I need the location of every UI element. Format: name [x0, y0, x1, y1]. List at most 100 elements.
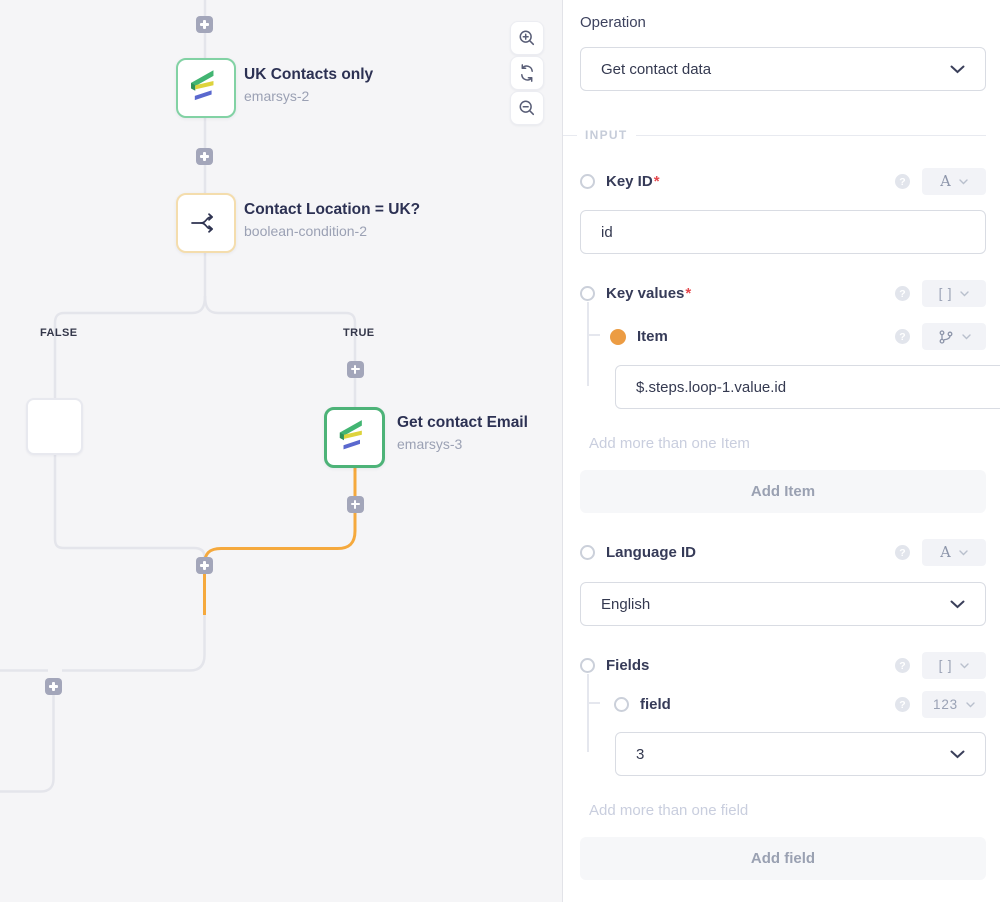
node-boolean-condition-2[interactable] — [176, 193, 236, 253]
item-value-input[interactable] — [615, 365, 1000, 409]
key-id-type-selector[interactable]: A — [922, 168, 986, 195]
operation-value: Get contact data — [601, 60, 712, 78]
chevron-down-icon — [950, 65, 965, 74]
emarsys-logo-icon — [191, 70, 214, 101]
key-values-group: Key values* ? [ ] Item ? — [580, 280, 1000, 409]
fields-label: Fields — [606, 657, 650, 674]
tree-connector — [587, 302, 589, 386]
branch-type-icon — [939, 329, 952, 344]
field-type-selector[interactable]: 123 — [922, 691, 986, 718]
field-label: field — [640, 696, 671, 713]
step-properties-panel: Operation Get contact data INPUT Key ID*… — [563, 0, 1000, 902]
required-asterisk: * — [653, 173, 660, 190]
field-row-key-values: Key values* ? [ ] — [580, 280, 986, 307]
branch-label-true: TRUE — [343, 327, 375, 339]
type-array-badge: [ ] — [938, 658, 953, 673]
tree-connector — [587, 334, 600, 336]
tree-connector — [587, 674, 589, 752]
input-section-label: INPUT — [585, 128, 628, 142]
zoom-toolbar — [510, 21, 544, 125]
add-step-button[interactable] — [346, 360, 364, 378]
add-more-field-hint: Add more than one field — [589, 802, 749, 819]
language-id-value: English — [601, 595, 651, 613]
type-array-badge: [ ] — [938, 286, 953, 301]
add-step-button[interactable] — [45, 678, 62, 695]
branch-condition-icon — [191, 213, 214, 233]
key-values-type-selector[interactable]: [ ] — [922, 280, 986, 307]
help-icon[interactable]: ? — [895, 286, 910, 301]
field-value-select[interactable]: 3 — [615, 732, 986, 776]
add-step-button[interactable] — [346, 495, 364, 513]
zoom-in-button[interactable] — [510, 21, 544, 55]
help-icon[interactable]: ? — [895, 174, 910, 189]
reset-zoom-icon — [521, 64, 533, 82]
chevron-down-icon — [960, 662, 970, 669]
field-row-field: field ? 123 — [614, 691, 986, 718]
zoom-in-icon — [519, 30, 535, 46]
item-status-dot[interactable] — [610, 328, 626, 345]
node-emarsys-2[interactable] — [176, 58, 236, 118]
language-id-type-selector[interactable]: A — [922, 539, 986, 566]
fields-type-selector[interactable]: [ ] — [922, 652, 986, 679]
input-section-divider: INPUT — [563, 128, 986, 142]
node-title: Get contact Email — [397, 414, 528, 431]
chevron-down-icon — [960, 290, 970, 297]
key-id-label: Key ID* — [606, 173, 660, 190]
item-label: Item — [637, 328, 668, 345]
add-field-button[interactable]: Add field — [580, 837, 986, 880]
workflow-canvas[interactable]: UK Contacts only emarsys-2 Contact Locat… — [0, 0, 563, 902]
node-subtitle: emarsys-3 — [397, 436, 463, 452]
chevron-down-icon — [966, 701, 975, 708]
required-asterisk: * — [685, 285, 692, 302]
help-icon[interactable]: ? — [895, 545, 910, 560]
chevron-down-icon — [950, 750, 965, 759]
type-number-badge: 123 — [933, 697, 958, 712]
reset-zoom-button[interactable] — [510, 56, 544, 90]
chevron-down-icon — [959, 549, 968, 556]
node-empty-placeholder[interactable] — [26, 398, 83, 455]
language-id-select[interactable]: English — [580, 582, 986, 626]
node-emarsys-3-selected[interactable] — [324, 407, 385, 468]
branch-label-false: FALSE — [40, 327, 78, 339]
help-icon[interactable]: ? — [895, 658, 910, 673]
help-icon[interactable]: ? — [895, 329, 910, 344]
operation-select[interactable]: Get contact data — [580, 47, 986, 91]
field-row-language-id: Language ID ? A — [580, 539, 986, 566]
chevron-down-icon — [959, 178, 968, 185]
add-step-button[interactable] — [196, 16, 213, 33]
language-id-label: Language ID — [606, 544, 697, 561]
node-emarsys-3-label: Get contact Email emarsys-3 — [397, 413, 528, 454]
emarsys-logo-icon — [339, 420, 362, 450]
help-icon[interactable]: ? — [895, 697, 910, 712]
node-boolean-condition-2-label: Contact Location = UK? boolean-condition… — [244, 200, 420, 241]
fields-radio[interactable] — [580, 658, 595, 673]
zoom-out-button[interactable] — [510, 91, 544, 125]
node-title: Contact Location = UK? — [244, 201, 421, 218]
node-emarsys-2-label: UK Contacts only emarsys-2 — [244, 65, 373, 106]
tree-connector — [587, 702, 600, 704]
add-step-button[interactable] — [196, 148, 213, 165]
key-id-input[interactable] — [580, 210, 986, 254]
node-title: UK Contacts only — [244, 66, 374, 83]
zoom-out-icon — [519, 100, 535, 116]
type-string-badge: A — [940, 544, 951, 561]
field-row-key-id: Key ID* ? A — [580, 168, 986, 195]
operation-label: Operation — [580, 14, 646, 31]
type-string-badge: A — [940, 173, 951, 190]
add-step-button[interactable] — [196, 557, 213, 574]
field-value: 3 — [636, 745, 645, 763]
node-subtitle: emarsys-2 — [244, 88, 310, 104]
chevron-down-icon — [950, 600, 965, 609]
field-row-item: Item ? — [610, 323, 986, 350]
key-values-label: Key values* — [606, 285, 692, 302]
field-radio[interactable] — [614, 697, 629, 712]
add-more-item-hint: Add more than one Item — [589, 435, 750, 452]
key-values-radio[interactable] — [580, 286, 595, 301]
item-type-selector[interactable] — [922, 323, 986, 350]
key-id-radio[interactable] — [580, 174, 595, 189]
language-id-radio[interactable] — [580, 545, 595, 560]
fields-group: Fields ? [ ] field ? 123 — [580, 652, 986, 776]
add-item-button[interactable]: Add Item — [580, 470, 986, 513]
chevron-down-icon — [961, 333, 971, 340]
